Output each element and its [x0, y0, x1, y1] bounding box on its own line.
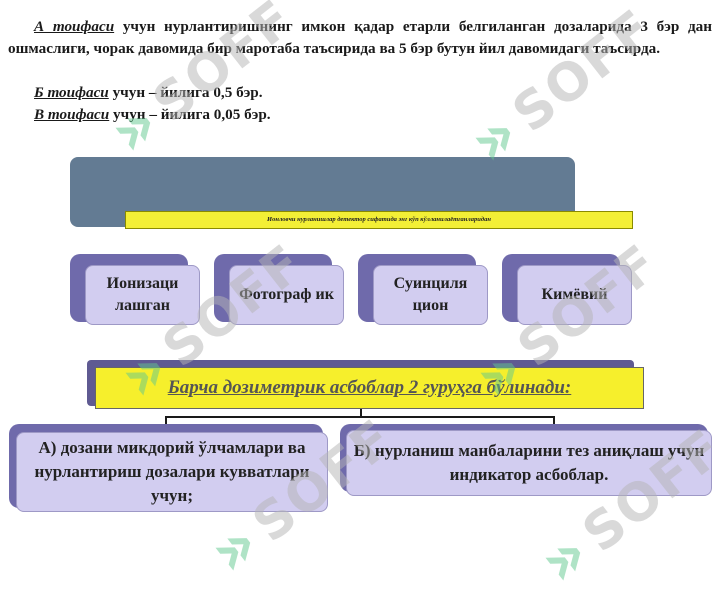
category-c-text: учун – йилига 0,05 бэр.: [109, 106, 271, 123]
category-a-label: А тоифаси: [34, 18, 115, 35]
paragraph-category-a: А тоифаси учун нурлантиришнинг имкон қад…: [8, 16, 712, 60]
paragraph-category-c: В тоифаси учун – йилига 0,05 бэр.: [8, 104, 712, 126]
type-chemical: Кимёвий: [517, 265, 632, 325]
detector-banner-caption: Ионловчи нурланишлар детектор сифатида э…: [125, 211, 633, 229]
chevron-logo-icon: »: [525, 516, 604, 601]
connector-bar: [165, 416, 555, 418]
category-b-text: учун – йилига 0,5 бэр.: [108, 84, 263, 101]
type-photographic: Фотограф ик: [229, 265, 344, 325]
group-a-box: А) дозани микдорий ўлчамлари ва нурланти…: [16, 432, 328, 512]
chevron-logo-icon: »: [195, 506, 274, 591]
type-scintillation: Суинциля цион: [373, 265, 488, 325]
category-c-label: В тоифаси: [34, 106, 110, 123]
category-b-label: Б тоифаси: [34, 84, 109, 101]
category-a-text: учун нурлантиришнинг имкон қадар етарли …: [8, 18, 712, 57]
classification-banner: Барча дозиметрик асбоблар 2 гуруҳга бўли…: [95, 367, 644, 409]
connector-left: [165, 416, 167, 426]
paragraph-category-b: Б тоифаси учун – йилига 0,5 бэр.: [8, 82, 712, 104]
connector-right: [553, 416, 555, 426]
group-b-box: Б) нурланиш манбаларини тез аниқлаш учун…: [346, 430, 712, 496]
connector-stem: [360, 409, 362, 417]
type-ionization: Ионизаци лашган: [85, 265, 200, 325]
